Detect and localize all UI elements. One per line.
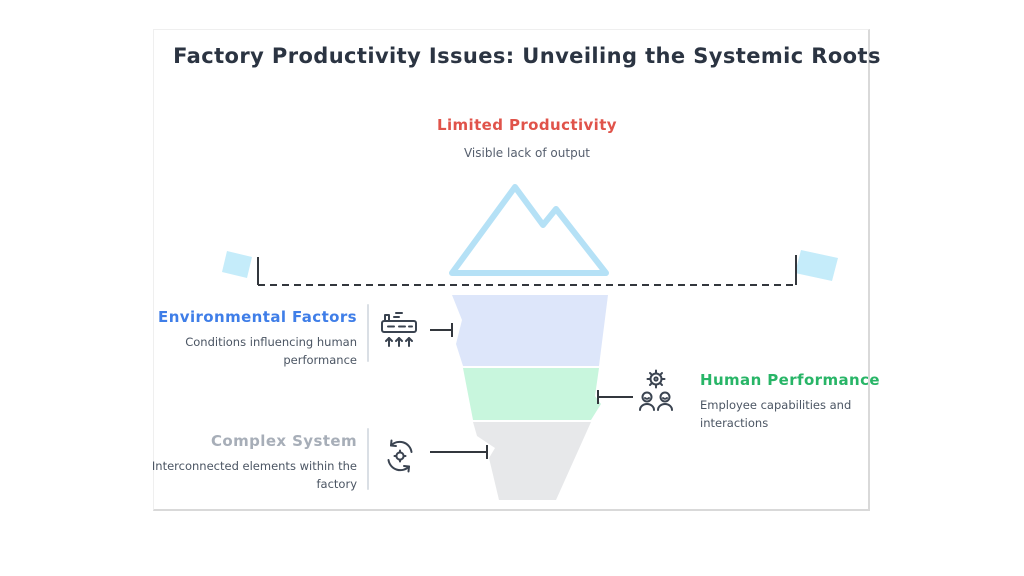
callout-environmental: Environmental Factors Conditions influen… xyxy=(150,308,357,370)
cycle-gear-icon xyxy=(381,437,419,475)
callout-complex: Complex System Interconnected elements w… xyxy=(150,432,357,494)
factory-icon xyxy=(378,308,422,352)
callout-human: Human Performance Employee capabilities … xyxy=(700,371,890,433)
human-label: Human Performance xyxy=(700,371,880,389)
environmental-label: Environmental Factors xyxy=(158,308,357,326)
complex-desc: Interconnected elements within the facto… xyxy=(151,459,357,491)
complex-label: Complex System xyxy=(211,432,357,450)
surface-label: Limited Productivity xyxy=(437,116,617,134)
divider-environmental xyxy=(367,304,369,362)
gear-people-icon xyxy=(634,368,678,416)
diagram-title: Factory Productivity Issues: Unveiling t… xyxy=(173,44,881,68)
human-desc: Employee capabilities and interactions xyxy=(700,398,852,430)
environmental-desc: Conditions influencing human performance xyxy=(185,335,357,367)
divider-complex xyxy=(367,428,369,490)
surface-sublabel: Visible lack of output xyxy=(463,146,591,160)
